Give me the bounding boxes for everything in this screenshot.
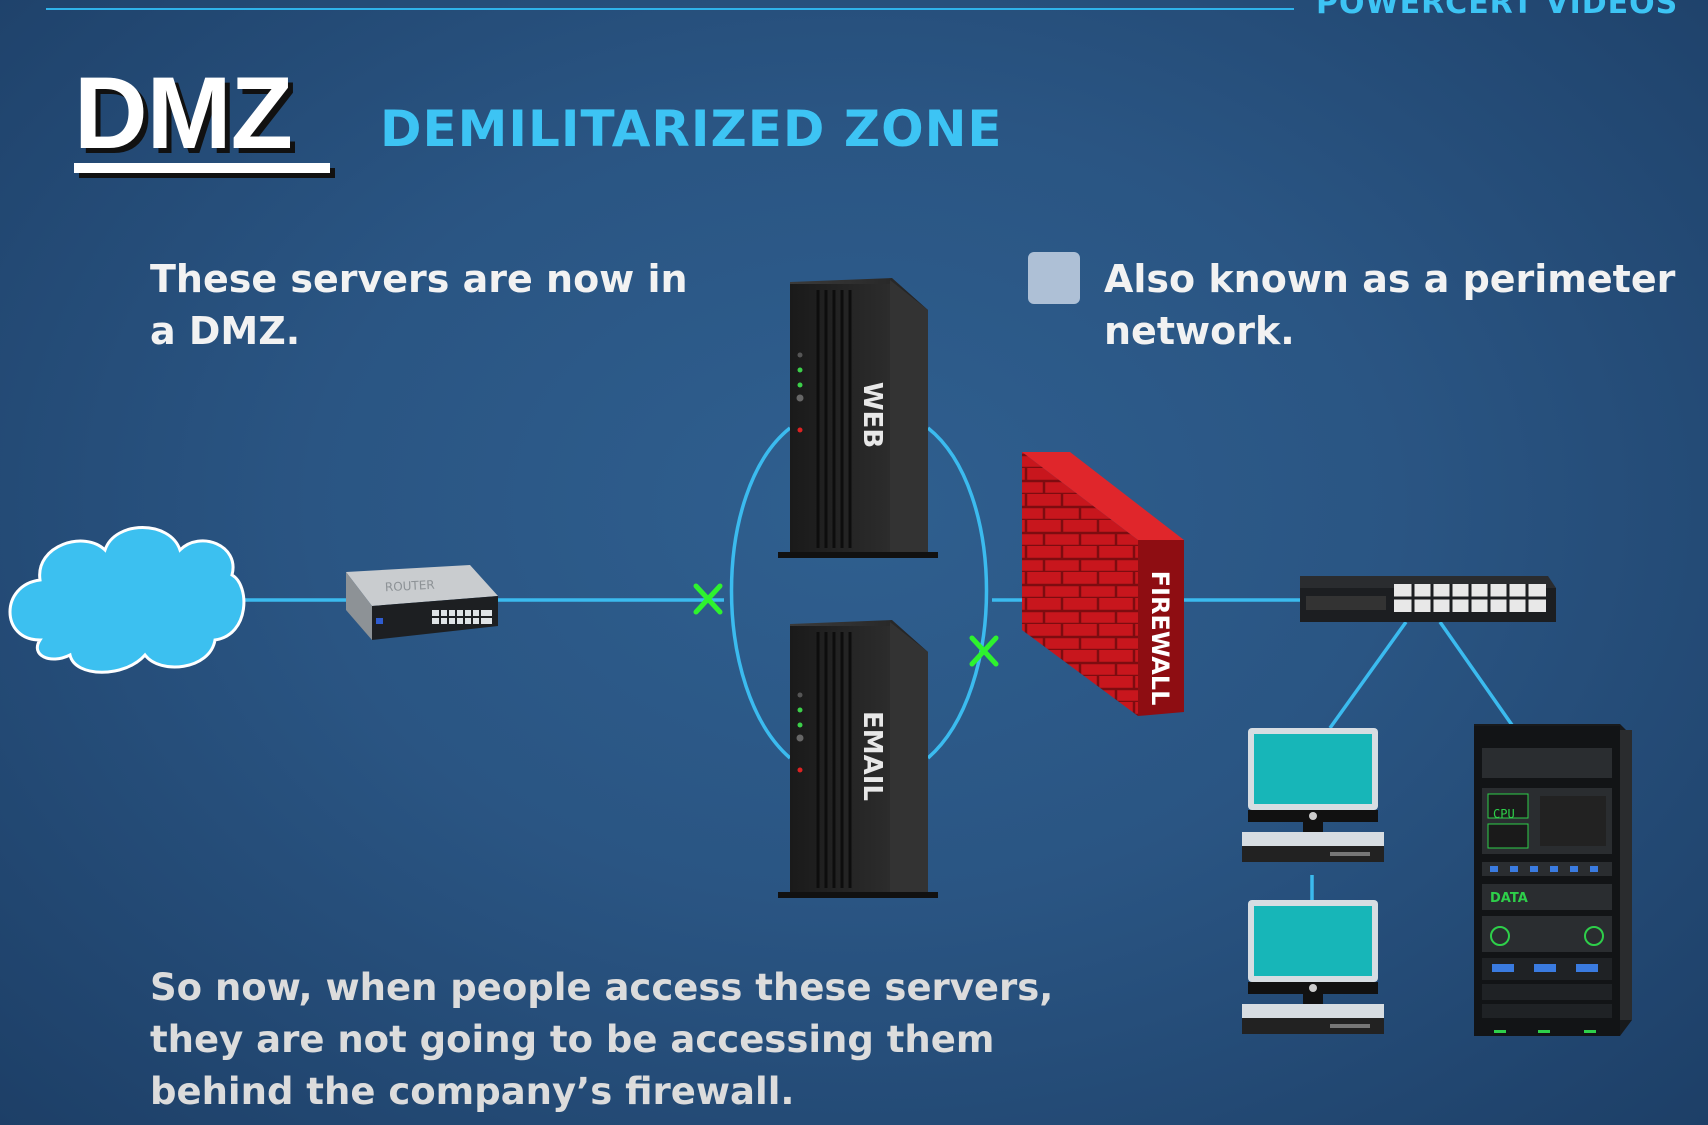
- firewall-label: FIREWALL: [1146, 571, 1174, 706]
- page-subtitle: DEMILITARIZED ZONE: [380, 100, 1003, 158]
- brand-watermark: POWERCERT VIDEOS: [1316, 0, 1679, 21]
- email-server-icon: EMAIL: [778, 620, 938, 898]
- router-label: ROUTER: [385, 578, 435, 595]
- blocked-marker-icon: [969, 635, 999, 667]
- title-underline: [74, 163, 330, 173]
- computer-icon: [1242, 900, 1384, 1034]
- rack-cpu-label: CPU: [1493, 807, 1515, 821]
- link-switch-rack: [1438, 620, 1514, 727]
- link-switch-pc: [1328, 620, 1408, 730]
- top-rule: [46, 8, 1294, 10]
- network-links: [236, 426, 1514, 902]
- firewall-icon: FIREWALL: [1022, 452, 1184, 716]
- link-dmz-right-arc: [926, 426, 989, 760]
- caption-perimeter-network: Also known as a perimeter network.: [1104, 257, 1676, 353]
- page-title: DMZ: [74, 56, 293, 170]
- email-server-label: EMAIL: [857, 711, 887, 801]
- blocked-marker-icon: [693, 583, 723, 615]
- caption-explanation: So now, when people access these servers…: [150, 966, 1054, 1113]
- rack-data-label: DATA: [1490, 891, 1528, 906]
- internet-cloud-icon: [8, 526, 246, 674]
- web-server-icon: WEB: [778, 278, 938, 558]
- link-dmz-left-arc: [729, 426, 792, 760]
- caption-dmz-servers: These servers are now in a DMZ.: [150, 257, 688, 353]
- web-server-label: WEB: [857, 382, 887, 448]
- switch-icon: [1300, 576, 1556, 622]
- server-rack-icon: CPU DATA: [1474, 724, 1632, 1036]
- computer-icon: [1242, 728, 1384, 862]
- router-icon: ROUTER: [346, 565, 498, 640]
- bullet-square-icon: [1028, 252, 1080, 304]
